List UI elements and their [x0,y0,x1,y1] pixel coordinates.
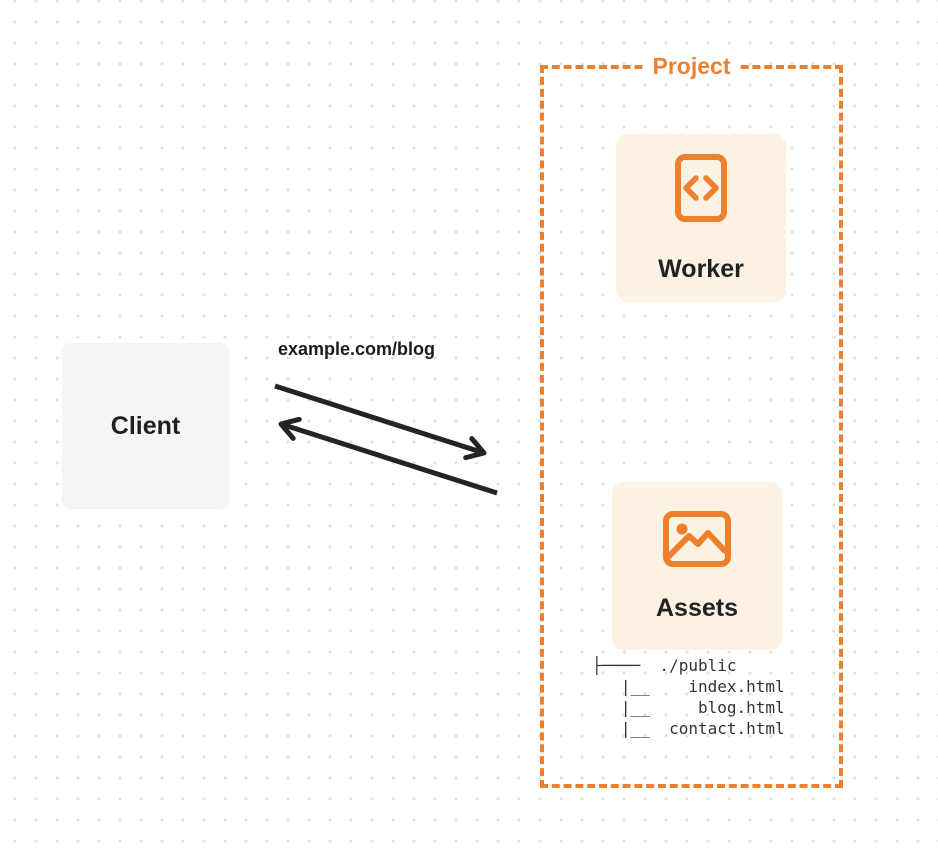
code-document-icon [675,154,727,227]
project-title: Project [643,52,740,80]
worker-node: Worker [616,134,786,302]
image-icon [663,511,731,572]
worker-label: Worker [658,255,744,283]
request-arrow [274,383,487,461]
project-container: Project Worker Assets [540,52,843,788]
tree-line-contact: |__ contact.html [592,719,785,738]
assets-node: Assets [612,482,782,650]
tree-line-blog: |__ blog.html [592,698,785,717]
response-arrow [278,416,498,496]
tree-line-public: ├──── ./public [592,656,737,675]
assets-label: Assets [656,594,738,622]
request-url-label: example.com/blog [278,339,436,359]
tree-line-index: |__ index.html [592,677,785,696]
client-node: Client [62,343,229,509]
client-label: Client [110,411,181,440]
assets-file-tree: ├──── ./public |__ index.html |__ blog.h… [592,655,785,739]
